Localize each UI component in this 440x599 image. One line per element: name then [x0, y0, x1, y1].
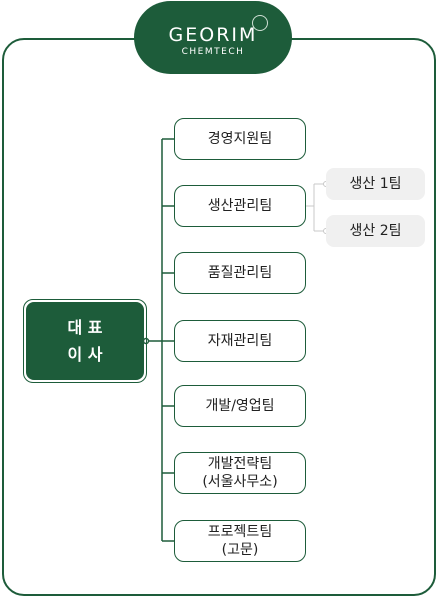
company-logo: GEORIM CHEMTECH: [134, 1, 292, 74]
ceo-title-line1: 대 표: [67, 318, 103, 337]
team-note: (서울사무소): [202, 474, 278, 490]
team-label: 생산관리팀: [207, 198, 273, 214]
team-note: (고문): [221, 542, 259, 558]
sub-team-production-2: 생산 2팀: [326, 215, 425, 247]
team-label: 품질관리팀: [207, 265, 273, 281]
team-label: 자재관리팀: [207, 333, 273, 349]
team-box-materials-management: 자재관리팀: [174, 320, 306, 362]
team-label: 개발/영업팀: [205, 398, 275, 414]
team-box-development-sales: 개발/영업팀: [174, 385, 306, 427]
sub-team-label: 생산 1팀: [349, 176, 402, 192]
sub-team-production-1: 생산 1팀: [326, 168, 425, 200]
team-label: 프로젝트팀: [207, 524, 273, 540]
logo-main-text: GEORIM: [168, 24, 258, 46]
sub-team-label: 생산 2팀: [349, 223, 402, 239]
ceo-box-outline: [23, 299, 147, 383]
team-label: 개발전략팀: [207, 456, 273, 472]
logo-ring-icon: [252, 15, 268, 31]
ceo-title-line2: 이 사: [67, 345, 103, 364]
team-box-project: 프로젝트팀 (고문): [174, 520, 306, 562]
team-box-management-support: 경영지원팀: [174, 118, 306, 160]
logo-sub-text: CHEMTECH: [181, 47, 245, 57]
ceo-box: 대 표 이 사: [26, 302, 144, 380]
team-box-development-strategy: 개발전략팀 (서울사무소): [174, 452, 306, 494]
team-box-quality-management: 품질관리팀: [174, 252, 306, 294]
team-label: 경영지원팀: [207, 131, 273, 147]
team-box-production-management: 생산관리팀: [174, 185, 306, 227]
